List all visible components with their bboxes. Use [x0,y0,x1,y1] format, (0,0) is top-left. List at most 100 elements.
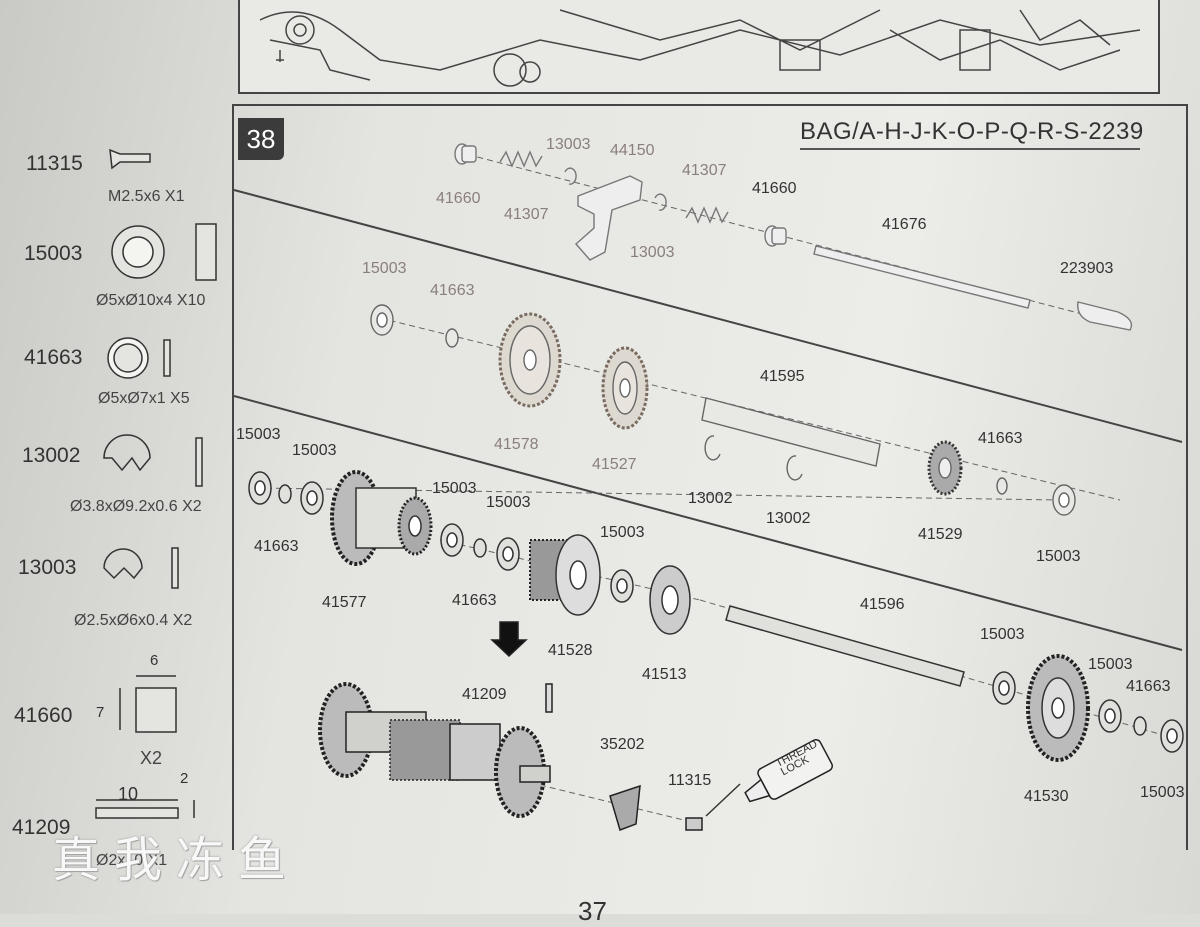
row2-parts [370,304,1076,516]
hub-41513 [649,565,691,635]
part-label: 15003 [1140,784,1185,801]
part-label: 41578 [494,436,539,453]
previous-step-illustration [238,0,1160,94]
shim-41663 [473,538,487,558]
shaft-41676 [813,245,1031,309]
part-label: 13002 [688,490,733,507]
shim-41663 [996,477,1008,495]
part-code: 13002 [22,444,81,467]
gear-41530 [1026,654,1090,762]
shim-41663 [1133,716,1147,736]
bag-label: BAG/A-H-J-K-O-P-Q-R-S-2239 [800,118,1144,145]
part-label: 41307 [682,162,727,179]
part-label: 41663 [254,538,299,555]
part-label: 11315 [668,772,712,789]
assembled-gear-stack [318,621,833,831]
part-code: 41663 [24,346,83,369]
part-spec: Ø2.5xØ6x0.4 X2 [74,612,193,629]
part-label: 41596 [860,596,905,613]
pin-41209 [545,683,553,713]
watermark: 真我冻鱼 [52,832,301,888]
part-label: 35202 [600,736,645,753]
part-code: 13003 [18,556,77,579]
part-label: 15003 [432,480,477,497]
sidebar-icons [95,148,217,819]
part-spec: Ø2x10 X1 [96,852,168,869]
separator-line [233,395,1183,651]
row3-parts [248,470,1184,762]
dimension-height: 7 [96,704,105,721]
gear-41528 [529,534,601,616]
part-label: 41663 [978,430,1023,447]
part-label: 41529 [918,526,963,543]
clip-13003 [564,167,577,185]
part-spec: Ø5xØ10x4 X10 [96,292,206,309]
bushing-icon [135,687,177,733]
part-label: 13003 [630,244,675,261]
part-spec: Ø5xØ7x1 X5 [98,390,190,407]
gear-41578 [498,312,562,408]
linkage-44150 [575,175,643,261]
part-code: 41660 [14,704,73,727]
screw-icon [109,148,151,170]
shaft-41595 [701,397,881,467]
screw-11315 [685,817,703,831]
step-number: 38 [238,118,284,160]
separator-line [233,189,1183,443]
part-label: 41528 [548,642,593,659]
spring-41307 [685,206,729,224]
step-frame [232,104,1188,850]
dimension-width: 10 [118,784,139,804]
part-code: 15003 [24,242,83,265]
thread-lock-bottle [744,739,833,803]
part-spec: X2 [140,748,163,768]
part-label: 13003 [546,136,591,153]
spring-41307 [499,150,543,168]
row1-parts [454,143,1133,331]
part-label: 15003 [1036,548,1081,565]
clip-13002 [704,435,721,461]
pin-icon [95,807,179,819]
bag-underline [800,148,1140,150]
part-spec: M2.5x6 X1 [108,188,185,205]
shaft-41596 [725,605,965,687]
page-number: 37 [578,896,607,926]
clip-13003 [654,193,667,211]
e-clip-icon [103,548,143,580]
part-label: 44150 [610,142,655,159]
dimension-height: 2 [180,770,189,787]
part-label: 41660 [752,180,797,197]
part-label: 41527 [592,456,637,473]
part-label: 41676 [882,216,927,233]
gear-41577 [330,470,433,566]
part-label: 41577 [322,594,367,611]
part-code: 11315 [26,152,83,175]
part-label: 15003 [980,626,1025,643]
part-label: 41307 [504,206,549,223]
part-label: 15003 [292,442,337,459]
chassis-drawing [259,9,1141,87]
part-label: 13002 [766,510,811,527]
part-label: 15003 [362,260,407,277]
part-label: 41513 [642,666,687,683]
down-arrow-icon [490,621,528,658]
part-label: 41595 [760,368,805,385]
part-label: 41209 [462,686,507,703]
part-label: 15003 [236,426,281,443]
gear-41527 [601,346,649,430]
part-label: 41663 [430,282,475,299]
dimension-width: 6 [150,652,159,669]
part-label: 41663 [1126,678,1171,695]
part-label: 15003 [486,494,531,511]
part-label: 41660 [436,190,481,207]
rod-end-223903 [1077,301,1133,331]
part-label: 15003 [600,524,645,541]
part-code: 41209 [12,816,71,839]
shim-41663 [445,328,459,348]
shim-41663 [278,484,292,504]
clip-13002 [786,455,803,481]
part-label: 41663 [452,592,497,609]
part-label: 223903 [1060,260,1114,277]
